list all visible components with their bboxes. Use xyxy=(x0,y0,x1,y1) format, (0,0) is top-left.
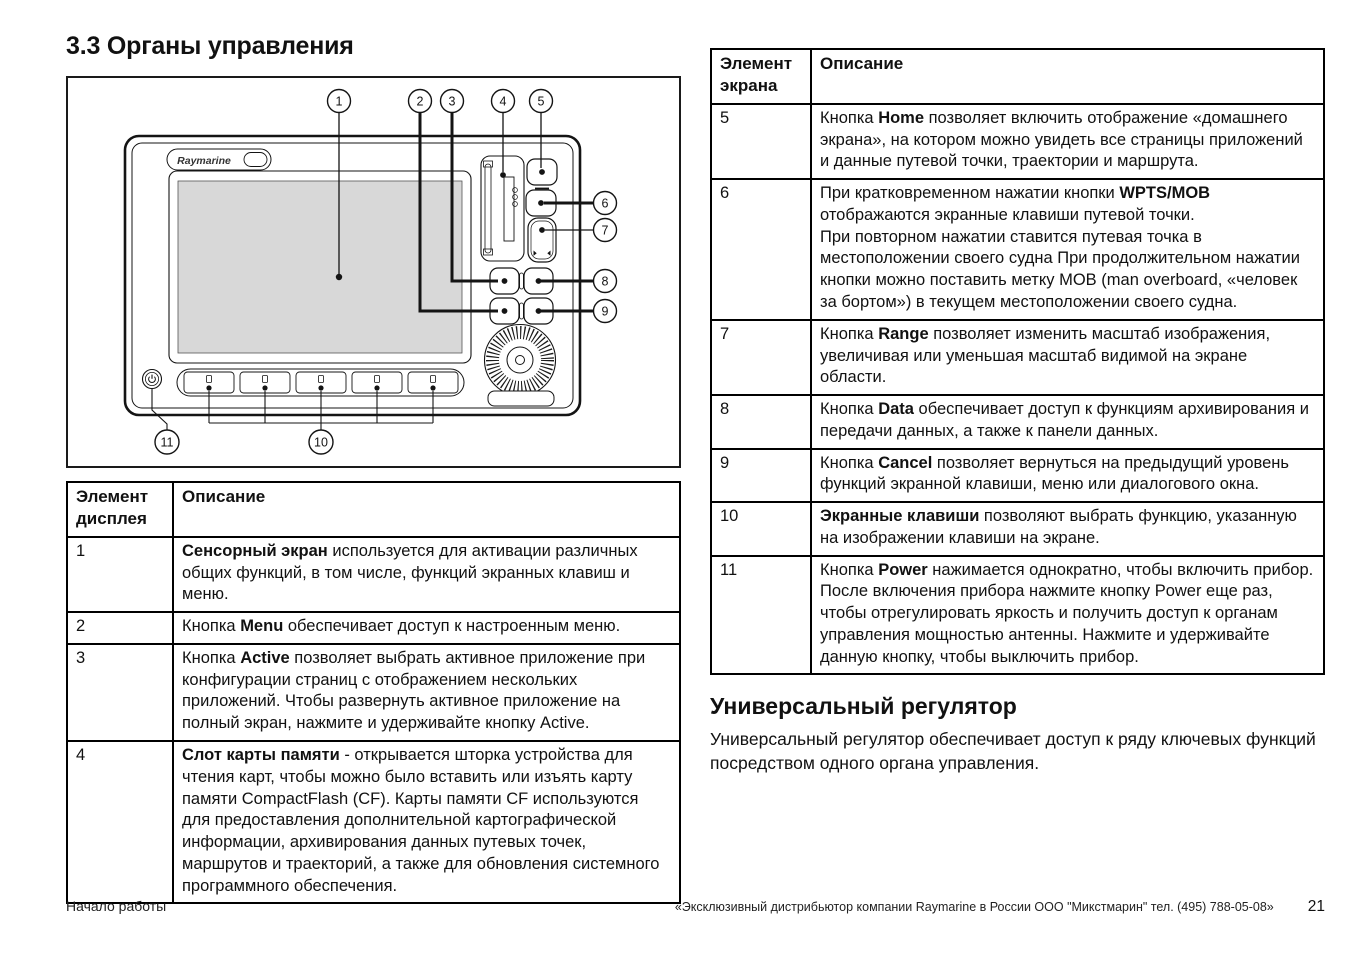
element-description: Кнопка Active позволяет выбрать активное… xyxy=(172,642,681,743)
button-divider xyxy=(519,302,524,320)
svg-text:5: 5 xyxy=(538,95,545,109)
power-icon xyxy=(148,374,156,383)
callout-3: 3 xyxy=(439,88,465,114)
touch-screen xyxy=(168,170,472,364)
callout-lines xyxy=(151,112,594,430)
callout-11: 11 xyxy=(154,429,180,455)
callout-8: 8 xyxy=(592,268,618,294)
svg-text:10: 10 xyxy=(314,436,328,450)
footer-chapter: Начало работы xyxy=(66,898,167,914)
element-number: 2 xyxy=(66,611,174,645)
element-description: Кнопка Menu обеспечивает доступ к настро… xyxy=(172,611,681,645)
element-number: 6 xyxy=(710,178,812,321)
section-body: Универсальный регулятор обеспечивает дос… xyxy=(710,729,1316,774)
svg-text:1: 1 xyxy=(336,95,343,109)
element-description: Кнопка Data обеспечивает доступ к функци… xyxy=(810,394,1325,450)
page-title: 3.3 Органы управления xyxy=(66,32,354,60)
col-header-description: Описание xyxy=(172,481,681,538)
element-number: 7 xyxy=(710,318,812,397)
rotary-control xyxy=(483,323,557,397)
col-header-description: Описание xyxy=(810,48,1325,105)
page-number: 21 xyxy=(1307,898,1325,915)
element-number: 9 xyxy=(710,447,812,504)
element-description: Кнопка Cancel позволяет вернуться на пре… xyxy=(810,447,1325,504)
range-rocker xyxy=(527,217,557,263)
col-header-element: Элемент дисплея xyxy=(66,481,174,538)
element-description: Сенсорный экран используется для активац… xyxy=(172,535,681,614)
element-description: При кратковременном нажатии кнопки WPTS/… xyxy=(810,178,1325,321)
callout-10: 10 xyxy=(308,429,334,455)
callout-bubbles: 1 2 3 4 5 6 7 8 9 10 11 xyxy=(154,88,618,455)
svg-text:7: 7 xyxy=(602,224,609,238)
element-description: Слот карты памяти - открывается шторка у… xyxy=(172,739,681,905)
page-footer: Начало работы «Эксклюзивный дистрибьютор… xyxy=(66,898,1325,916)
element-number: 3 xyxy=(66,642,174,743)
element-number: 10 xyxy=(710,501,812,557)
memory-card-slot xyxy=(480,155,525,262)
callout-dots xyxy=(206,169,545,391)
callout-9: 9 xyxy=(592,298,618,324)
controls-figure: Raymarine xyxy=(66,76,681,468)
raymarine-logo: Raymarine xyxy=(166,148,272,171)
svg-text:6: 6 xyxy=(602,197,609,211)
element-number: 8 xyxy=(710,394,812,450)
element-number: 4 xyxy=(66,739,174,905)
table-header-row: Элемент экрана Описание xyxy=(710,48,1325,105)
button-divider xyxy=(519,272,524,290)
brand-text: Raymarine xyxy=(177,155,231,167)
footer-distributor: «Эксклюзивный дистрибьютор компании Raym… xyxy=(674,900,1274,914)
element-description: Кнопка Range позволяет изменить масштаб … xyxy=(810,318,1325,397)
element-description: Экранные клавиши позволяют выбрать функц… xyxy=(810,501,1325,557)
callout-2: 2 xyxy=(407,88,433,114)
element-number: 5 xyxy=(710,102,812,181)
callout-7: 7 xyxy=(592,217,618,243)
table-header-row: Элемент дисплея Описание xyxy=(66,481,681,538)
callout-4: 4 xyxy=(490,88,516,114)
section-heading: Универсальный регулятор xyxy=(710,693,1017,720)
callout-1: 1 xyxy=(326,88,352,114)
power-button xyxy=(141,368,163,390)
svg-text:11: 11 xyxy=(161,436,174,450)
callout-5: 5 xyxy=(528,88,554,114)
svg-text:8: 8 xyxy=(602,275,609,289)
element-number: 1 xyxy=(66,535,174,614)
svg-text:9: 9 xyxy=(602,305,609,319)
left-column: 3.3 Органы управления Raymarine xyxy=(66,32,681,905)
col-header-element: Элемент экрана xyxy=(710,48,812,105)
svg-text:2: 2 xyxy=(417,95,424,109)
svg-text:3: 3 xyxy=(449,95,456,109)
element-number: 11 xyxy=(710,554,812,676)
svg-text:4: 4 xyxy=(500,95,507,109)
callout-6: 6 xyxy=(592,190,618,216)
device-diagram: Raymarine xyxy=(123,88,618,455)
element-description: Кнопка Power нажимается однократно, чтоб… xyxy=(810,554,1325,676)
element-description: Кнопка Home позволяет включить отображен… xyxy=(810,102,1325,181)
speaker-slot xyxy=(487,390,555,407)
